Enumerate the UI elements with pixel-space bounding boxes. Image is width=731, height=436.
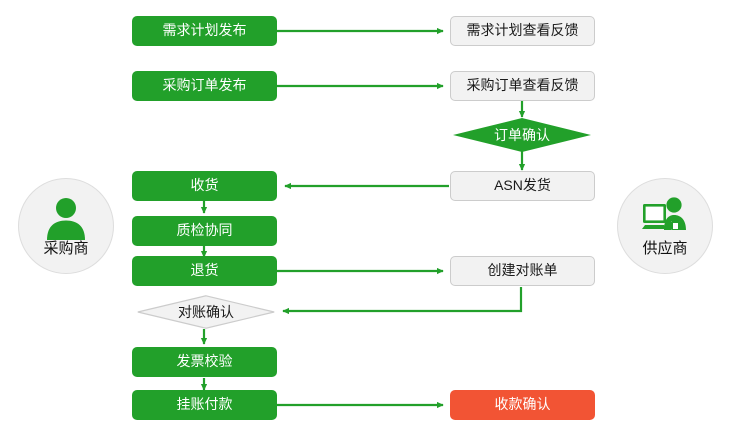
actor-buyer[interactable]: 采购商 (18, 178, 114, 274)
actor-supplier[interactable]: 供应商 (617, 178, 713, 274)
node-order-confirm-label: 订单确认 (494, 127, 550, 143)
node-payable-payment[interactable]: 挂账付款 (132, 390, 277, 420)
diamond-shape-reconcile (137, 295, 275, 329)
actor-buyer-label: 采购商 (43, 240, 89, 257)
actor-supplier-label: 供应商 (642, 240, 688, 257)
person-icon (42, 196, 90, 240)
node-invoice-verify[interactable]: 发票校验 (132, 347, 277, 377)
node-reconcile-confirm-label: 对账确认 (178, 304, 234, 320)
edge-create-statement-to-reconcile (282, 287, 523, 315)
node-purchase-order-publish[interactable]: 采购订单发布 (132, 71, 277, 101)
node-receive-goods[interactable]: 收货 (132, 171, 277, 201)
person-at-computer-icon (641, 196, 689, 240)
node-quality-inspection[interactable]: 质检协同 (132, 216, 277, 246)
diamond-shape-order-confirm (453, 118, 591, 152)
node-return-goods[interactable]: 退货 (132, 256, 277, 286)
node-receipt-confirm[interactable]: 收款确认 (450, 390, 595, 420)
node-reconcile-confirm[interactable]: 对账确认 (137, 295, 275, 329)
node-demand-plan-feedback[interactable]: 需求计划查看反馈 (450, 16, 595, 46)
node-demand-plan-publish[interactable]: 需求计划发布 (132, 16, 277, 46)
node-purchase-order-feedback[interactable]: 采购订单查看反馈 (450, 71, 595, 101)
node-asn-shipment[interactable]: ASN发货 (450, 171, 595, 201)
node-create-statement[interactable]: 创建对账单 (450, 256, 595, 286)
node-order-confirm[interactable]: 订单确认 (453, 118, 591, 152)
